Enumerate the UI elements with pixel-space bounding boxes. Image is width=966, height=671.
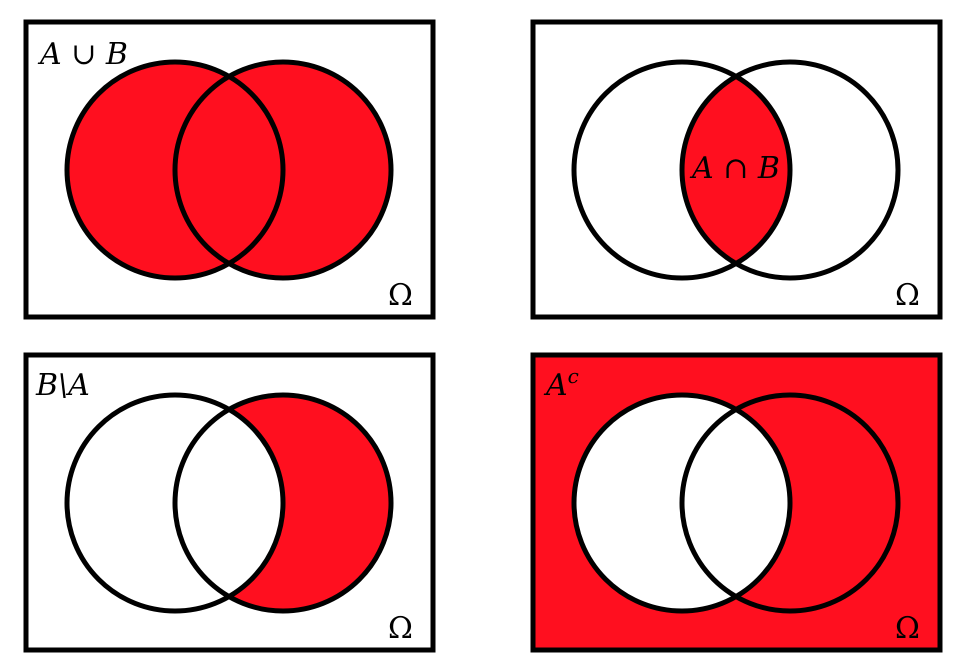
panel-label-base: A bbox=[543, 368, 568, 403]
panel-union: A ∪ B Ω bbox=[23, 19, 436, 320]
panel-complement: Ac Ω bbox=[530, 352, 943, 653]
set-a-circle bbox=[571, 392, 793, 614]
universe-label: Ω bbox=[895, 611, 920, 646]
set-b-circle bbox=[172, 392, 394, 614]
universe-label: Ω bbox=[895, 278, 920, 313]
universe-label: Ω bbox=[388, 611, 413, 646]
panel-difference: B\A Ω bbox=[23, 352, 436, 653]
panel-label: Ac bbox=[543, 364, 579, 403]
set-b-circle bbox=[679, 392, 901, 614]
panel-label: A ∩ B bbox=[689, 151, 780, 186]
panel-intersection: A ∩ B Ω bbox=[530, 19, 943, 320]
set-a-circle bbox=[64, 59, 286, 281]
universe-label: Ω bbox=[388, 278, 413, 313]
set-a-circle bbox=[571, 59, 793, 281]
panel-label: A ∪ B bbox=[37, 37, 128, 72]
panel-label: B\A bbox=[35, 368, 90, 403]
set-a-circle bbox=[64, 392, 286, 614]
panel-label-superscript: c bbox=[568, 364, 579, 388]
set-b-circle bbox=[679, 59, 901, 281]
intersection-fill bbox=[682, 62, 790, 278]
set-b-circle bbox=[172, 59, 394, 281]
